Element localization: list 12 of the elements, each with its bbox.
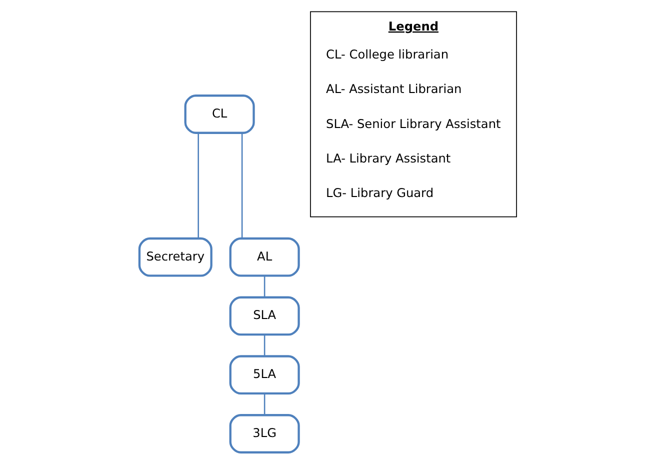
node-box: Secretary [138,237,212,277]
connector [198,132,199,238]
node-box: 5LA [229,355,300,395]
node-box: Legend CL- College librarian AL- Assistant Librarian SLA- Senior Library Assistant LA- Library Assistant LG- Library Guard [310,11,517,218]
node-box: CL [184,94,255,134]
connector [264,276,266,298]
node-box: AL [229,237,300,277]
node-box: 3LG [229,414,300,454]
node-box: SLA [229,296,300,336]
connector [264,334,266,356]
connector [241,132,243,238]
connector [264,394,266,416]
